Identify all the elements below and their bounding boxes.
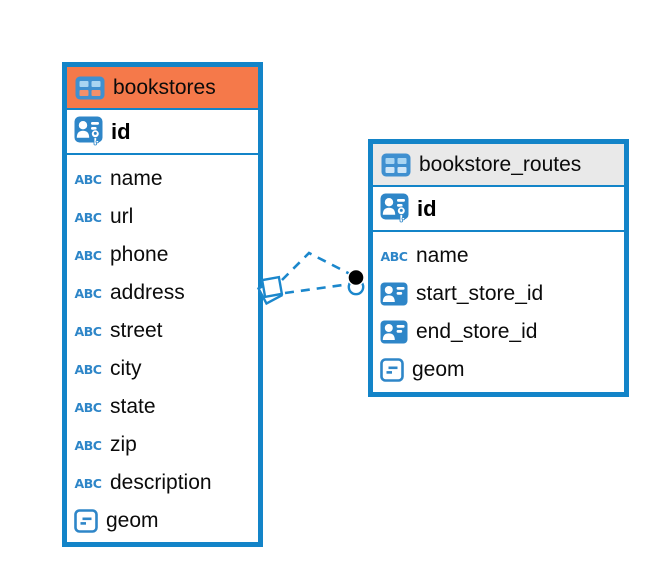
column-row[interactable]: end_store_id — [373, 313, 624, 351]
column-row[interactable]: ABC state — [67, 388, 258, 426]
column-name: street — [110, 319, 163, 342]
text-type-icon: ABC — [74, 247, 102, 263]
text-type-icon: ABC — [380, 248, 408, 264]
column-name: name — [110, 167, 163, 190]
text-type-icon: ABC — [74, 361, 102, 377]
column-list: ABC name start_store_id — [373, 232, 624, 394]
table-icon — [75, 76, 105, 99]
column-row[interactable]: ABC name — [67, 160, 258, 198]
column-name: geom — [412, 358, 465, 381]
key-glyph — [396, 206, 406, 223]
relationship-line-start-store-id[interactable] — [281, 251, 353, 281]
table-bookstore-routes[interactable]: bookstore_routes id ABC name — [368, 139, 629, 397]
column-name: state — [110, 395, 156, 418]
text-type-icon: ABC — [74, 285, 102, 301]
column-row[interactable]: ABC zip — [67, 426, 258, 464]
text-type-icon: ABC — [74, 437, 102, 453]
primary-key-icon — [74, 116, 103, 146]
column-row[interactable]: ABC city — [67, 350, 258, 388]
column-name: end_store_id — [416, 320, 538, 343]
column-row[interactable]: ABC street — [67, 312, 258, 350]
table-bookstores-header[interactable]: bookstores — [67, 67, 258, 110]
column-row[interactable]: ABC url — [67, 198, 258, 236]
column-row[interactable]: geom — [67, 502, 258, 540]
column-row[interactable]: ABC description — [67, 464, 258, 502]
column-name: zip — [110, 433, 137, 456]
column-name: address — [110, 281, 185, 304]
reference-type-icon — [380, 282, 408, 306]
column-name: description — [110, 471, 212, 494]
pk-column-name: id — [111, 118, 131, 144]
table-title: bookstores — [113, 75, 216, 99]
column-name: start_store_id — [416, 282, 544, 305]
key-glyph — [90, 129, 100, 146]
relationship-target-marker-circles[interactable] — [347, 268, 365, 296]
column-name: name — [416, 244, 469, 267]
column-row[interactable]: ABC name — [373, 237, 624, 275]
column-name: url — [110, 205, 134, 228]
primary-key-icon — [380, 193, 409, 223]
column-row-pk[interactable]: id — [373, 187, 624, 232]
text-type-icon: ABC — [74, 209, 102, 225]
column-row-pk[interactable]: id — [67, 110, 258, 155]
table-bookstore-routes-header[interactable]: bookstore_routes — [373, 144, 624, 187]
column-row[interactable]: start_store_id — [373, 275, 624, 313]
text-type-icon: ABC — [74, 399, 102, 415]
column-row[interactable]: ABC phone — [67, 236, 258, 274]
column-list: ABC name ABC url ABC phone ABC address A… — [67, 155, 258, 545]
column-name: city — [110, 357, 142, 380]
reference-type-icon — [380, 320, 408, 344]
table-icon — [381, 153, 411, 176]
table-bookstores[interactable]: bookstores id ABC name — [62, 62, 263, 547]
column-name: phone — [110, 243, 169, 266]
text-type-icon: ABC — [74, 171, 102, 187]
column-row[interactable]: geom — [373, 351, 624, 389]
text-type-icon: ABC — [74, 323, 102, 339]
geometry-type-icon — [74, 509, 98, 533]
column-name: geom — [106, 509, 159, 532]
table-title: bookstore_routes — [419, 152, 582, 176]
column-row[interactable]: ABC address — [67, 274, 258, 312]
pk-column-name: id — [417, 195, 437, 221]
text-type-icon: ABC — [74, 475, 102, 491]
geometry-type-icon — [380, 358, 404, 382]
relationship-line-end-store-id[interactable] — [284, 282, 351, 295]
